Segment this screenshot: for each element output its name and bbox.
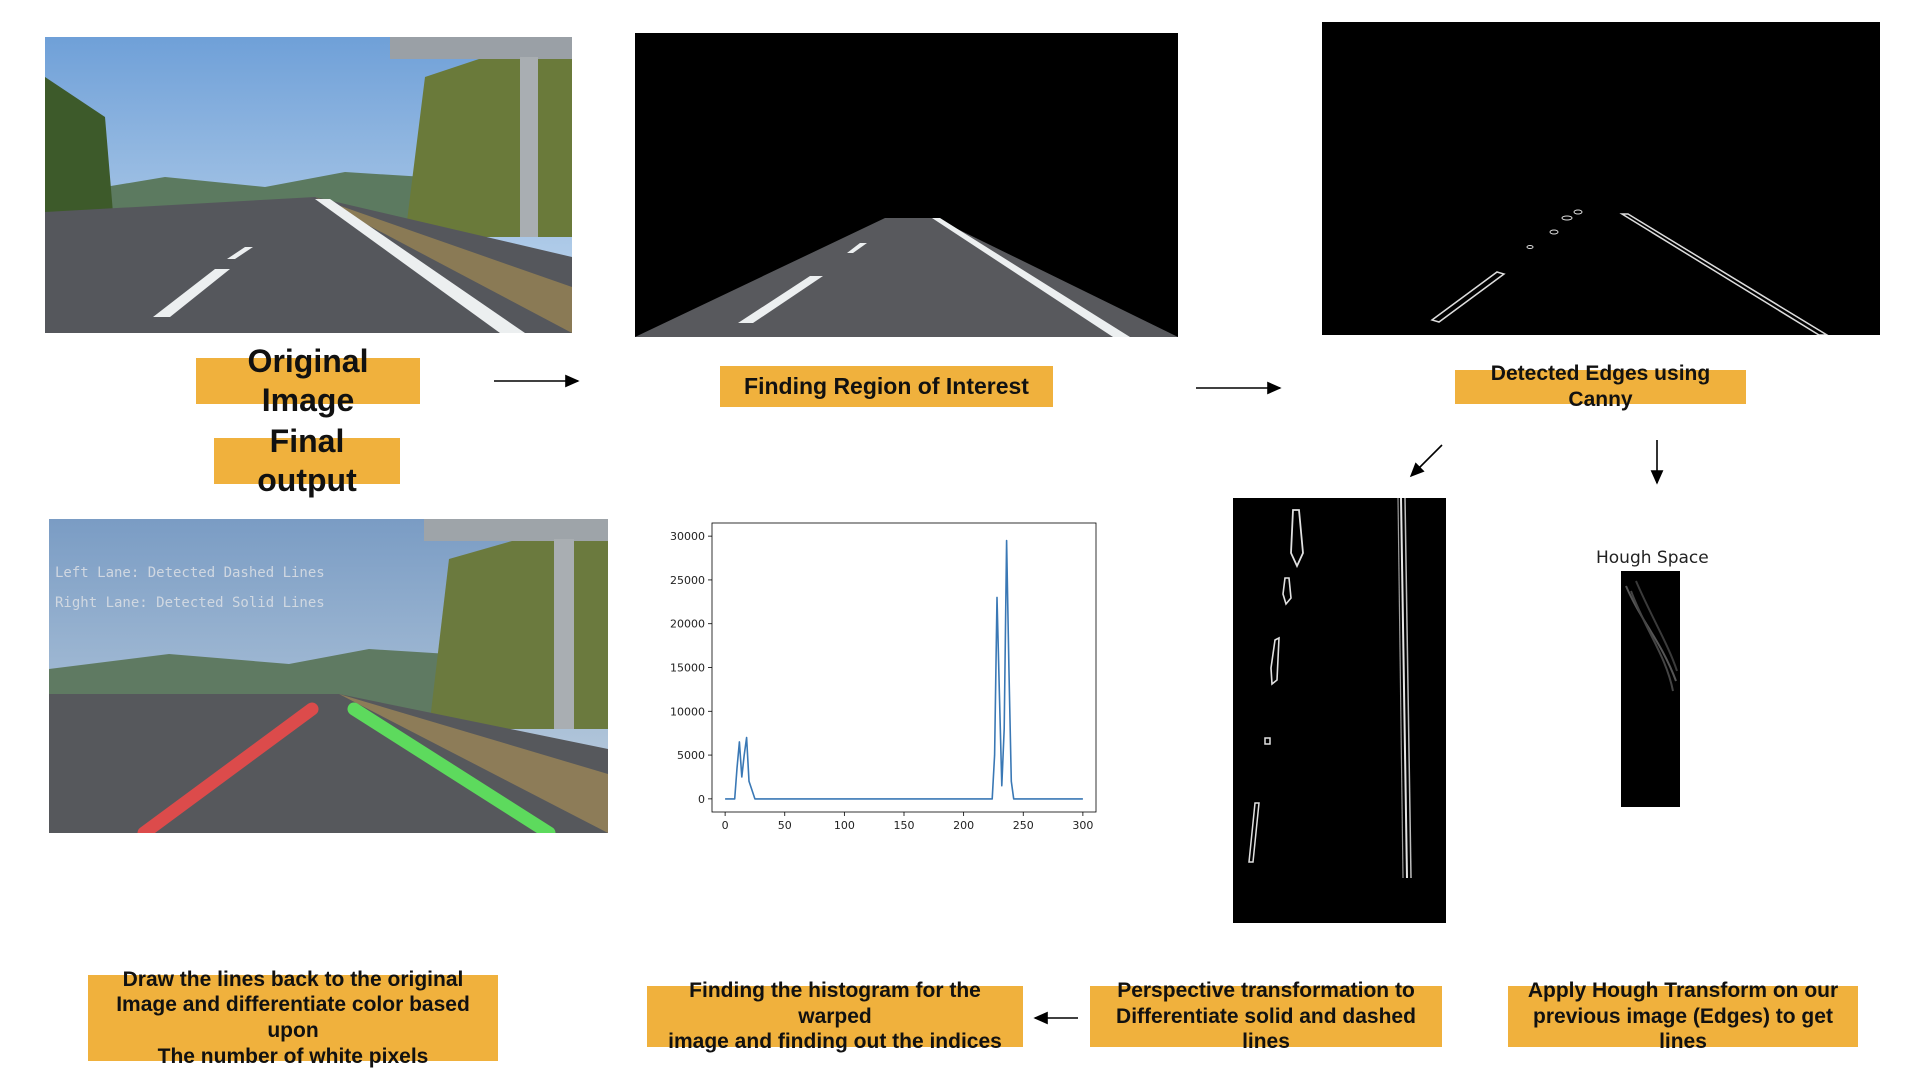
arrow-down-diagonal: [1409, 444, 1443, 478]
y-tick-label: 10000: [670, 705, 705, 718]
perspective-label: Perspective transformation to Differenti…: [1090, 979, 1442, 1053]
x-tick-label: 300: [1072, 819, 1093, 832]
right-lane-status-text: Right Lane: Detected Solid Lines: [55, 595, 325, 611]
y-tick-label: 20000: [670, 618, 705, 631]
original-image-label: Original Image: [196, 343, 420, 418]
final-output-photo: Left Lane: Detected Dashed Lines Right L…: [49, 519, 608, 833]
x-tick-label: 100: [834, 819, 855, 832]
x-tick-label: 250: [1013, 819, 1034, 832]
perspective-warped-image: [1233, 498, 1446, 923]
y-tick-label: 25000: [670, 574, 705, 587]
y-tick-label: 15000: [670, 662, 705, 675]
canny-edges-label: Detected Edges using Canny: [1455, 362, 1746, 411]
x-tick-label: 200: [953, 819, 974, 832]
draw-lines-label: Draw the lines back to the original Imag…: [88, 968, 498, 1068]
y-tick-label: 5000: [677, 749, 705, 762]
hough-transform-label: Apply Hough Transform on our previous im…: [1508, 979, 1858, 1053]
x-tick-label: 150: [894, 819, 915, 832]
final-output-label: Final output: [214, 423, 400, 498]
y-tick-label: 30000: [670, 530, 705, 543]
histogram-chart-svg: 0 50 100 150 200 250 300 0 5000 10000 15000 20000 25…: [670, 522, 1097, 832]
hough-space-image: [1621, 571, 1680, 807]
left-lane-status-text: Left Lane: Detected Dashed Lines: [55, 565, 325, 581]
chart-plot-frame: [711, 522, 1097, 813]
original-image-photo: [45, 37, 572, 333]
region-of-interest-label: Finding Region of Interest: [720, 366, 1053, 407]
histogram-chart: 0 50 100 150 200 250 300 0 5000 10000 15000 20000 25…: [660, 515, 1105, 835]
series-line-0: [725, 539, 1083, 800]
canny-edges-image: [1322, 22, 1880, 335]
region-of-interest-image: [635, 33, 1178, 337]
histogram-label: Finding the histogram for the warped ima…: [647, 979, 1023, 1053]
y-tick-label: 0: [698, 793, 705, 806]
x-tick-label: 0: [722, 819, 729, 832]
hough-space-title: Hough Space: [1596, 548, 1709, 568]
x-tick-label: 50: [778, 819, 792, 832]
